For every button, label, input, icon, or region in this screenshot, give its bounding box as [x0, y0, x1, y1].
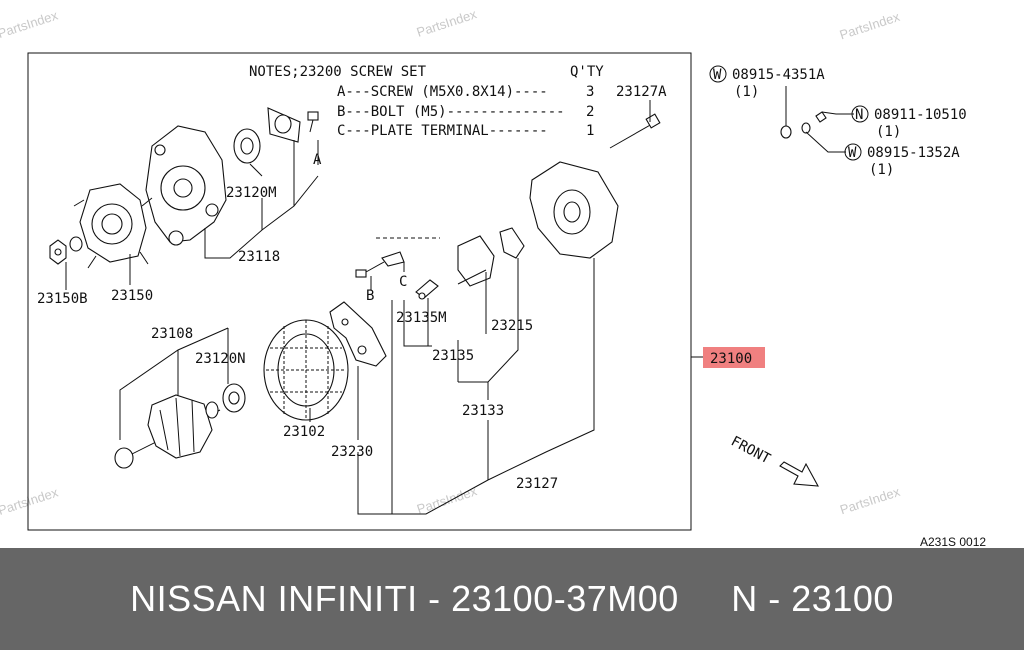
- rotor-part: [114, 394, 221, 469]
- hardware-2-qty: (1): [876, 124, 901, 140]
- watermark-top-center: PartsIndex: [415, 6, 479, 40]
- front-arrow-icon: [779, 461, 819, 487]
- hardware-3-qty: (1): [869, 162, 894, 178]
- through-bolt-part: [609, 113, 661, 149]
- hardware-1-prefix: W: [713, 67, 722, 83]
- label-mark-b: B: [366, 288, 374, 304]
- notes-qty-header: Q'TY: [570, 64, 604, 80]
- note-item-c-qty: 1: [586, 123, 594, 139]
- highlight-box: [703, 347, 765, 368]
- label-23120n[interactable]: 23120N: [195, 351, 246, 367]
- diagram-frame: [27, 52, 692, 531]
- watermark-top-right: PartsIndex: [838, 9, 902, 43]
- bearing-23120n-part: [222, 383, 246, 413]
- label-23102[interactable]: 23102: [283, 424, 325, 440]
- front-cover-part: [145, 125, 227, 246]
- regulator-part: [457, 227, 525, 287]
- footer-title: NISSAN INFINITI - 23100-37M00 N - 23100: [130, 578, 894, 619]
- hardware-3-circle: [844, 143, 862, 161]
- hardware-1-qty: (1): [734, 84, 759, 100]
- leader-lines: [65, 86, 854, 515]
- diagram-code: A231S 0012: [920, 535, 986, 548]
- bearing-23120m-part: [233, 128, 261, 164]
- label-23120m[interactable]: 23120M: [226, 185, 277, 201]
- note-item-a: A---SCREW (M5X0.8X14)----: [337, 84, 548, 100]
- note-item-a-qty: 3: [586, 84, 594, 100]
- hardware-1-number[interactable]: 08915-4351A: [732, 67, 825, 83]
- label-23127a[interactable]: 23127A: [616, 84, 667, 100]
- front-label: FRONT: [728, 433, 773, 467]
- notes-title: NOTES;23200 SCREW SET: [249, 64, 427, 80]
- diagram-area: PartsIndex PartsIndex PartsIndex PartsIn…: [0, 6, 986, 548]
- fan-part: [73, 183, 153, 269]
- hardware-2-prefix: N: [855, 107, 863, 123]
- label-23150b[interactable]: 23150B: [37, 291, 88, 307]
- screw-set-part: [355, 237, 440, 278]
- note-item-b-qty: 2: [586, 104, 594, 120]
- brush-holder-part: [415, 279, 439, 300]
- hardware-1-circle: [709, 65, 727, 83]
- hardware-3-prefix: W: [848, 145, 857, 161]
- screw-a-part: [307, 111, 319, 133]
- hardware-3-number[interactable]: 08915-1352A: [867, 145, 960, 161]
- label-23118[interactable]: 23118: [238, 249, 280, 265]
- watermark-bottom-right: PartsIndex: [838, 484, 902, 518]
- label-23215[interactable]: 23215: [491, 318, 533, 334]
- parts-diagram: PartsIndex PartsIndex PartsIndex PartsIn…: [0, 6, 986, 548]
- label-23100[interactable]: 23100: [710, 351, 752, 367]
- label-mark-c: C: [399, 274, 407, 290]
- diode-plate-part: [329, 301, 387, 367]
- label-23135[interactable]: 23135: [432, 348, 474, 364]
- watermark-top-left: PartsIndex: [0, 7, 60, 41]
- watermark-bottom-left: PartsIndex: [0, 484, 60, 518]
- label-23133[interactable]: 23133: [462, 403, 504, 419]
- label-mark-a: A: [313, 152, 322, 168]
- label-23127[interactable]: 23127: [516, 476, 558, 492]
- label-23108[interactable]: 23108: [151, 326, 193, 342]
- pulley-nut-part: [49, 236, 83, 265]
- hardware-2-circle: [851, 105, 869, 123]
- rear-cover-part: [529, 161, 619, 259]
- footer-bar: NISSAN INFINITI - 23100-37M00 N - 23100: [0, 548, 1024, 650]
- retainer-plate-part: [267, 107, 301, 143]
- label-23230[interactable]: 23230: [331, 444, 373, 460]
- label-23150[interactable]: 23150: [111, 288, 153, 304]
- hardware-washers: [780, 111, 827, 139]
- note-item-c: C---PLATE TERMINAL-------: [337, 123, 548, 139]
- watermark-bottom-center: PartsIndex: [415, 483, 479, 517]
- hardware-2-number[interactable]: 08911-10510: [874, 107, 967, 123]
- label-23135m[interactable]: 23135M: [396, 310, 447, 326]
- note-item-b: B---BOLT (M5)--------------: [337, 104, 565, 120]
- stator-part: [263, 319, 349, 421]
